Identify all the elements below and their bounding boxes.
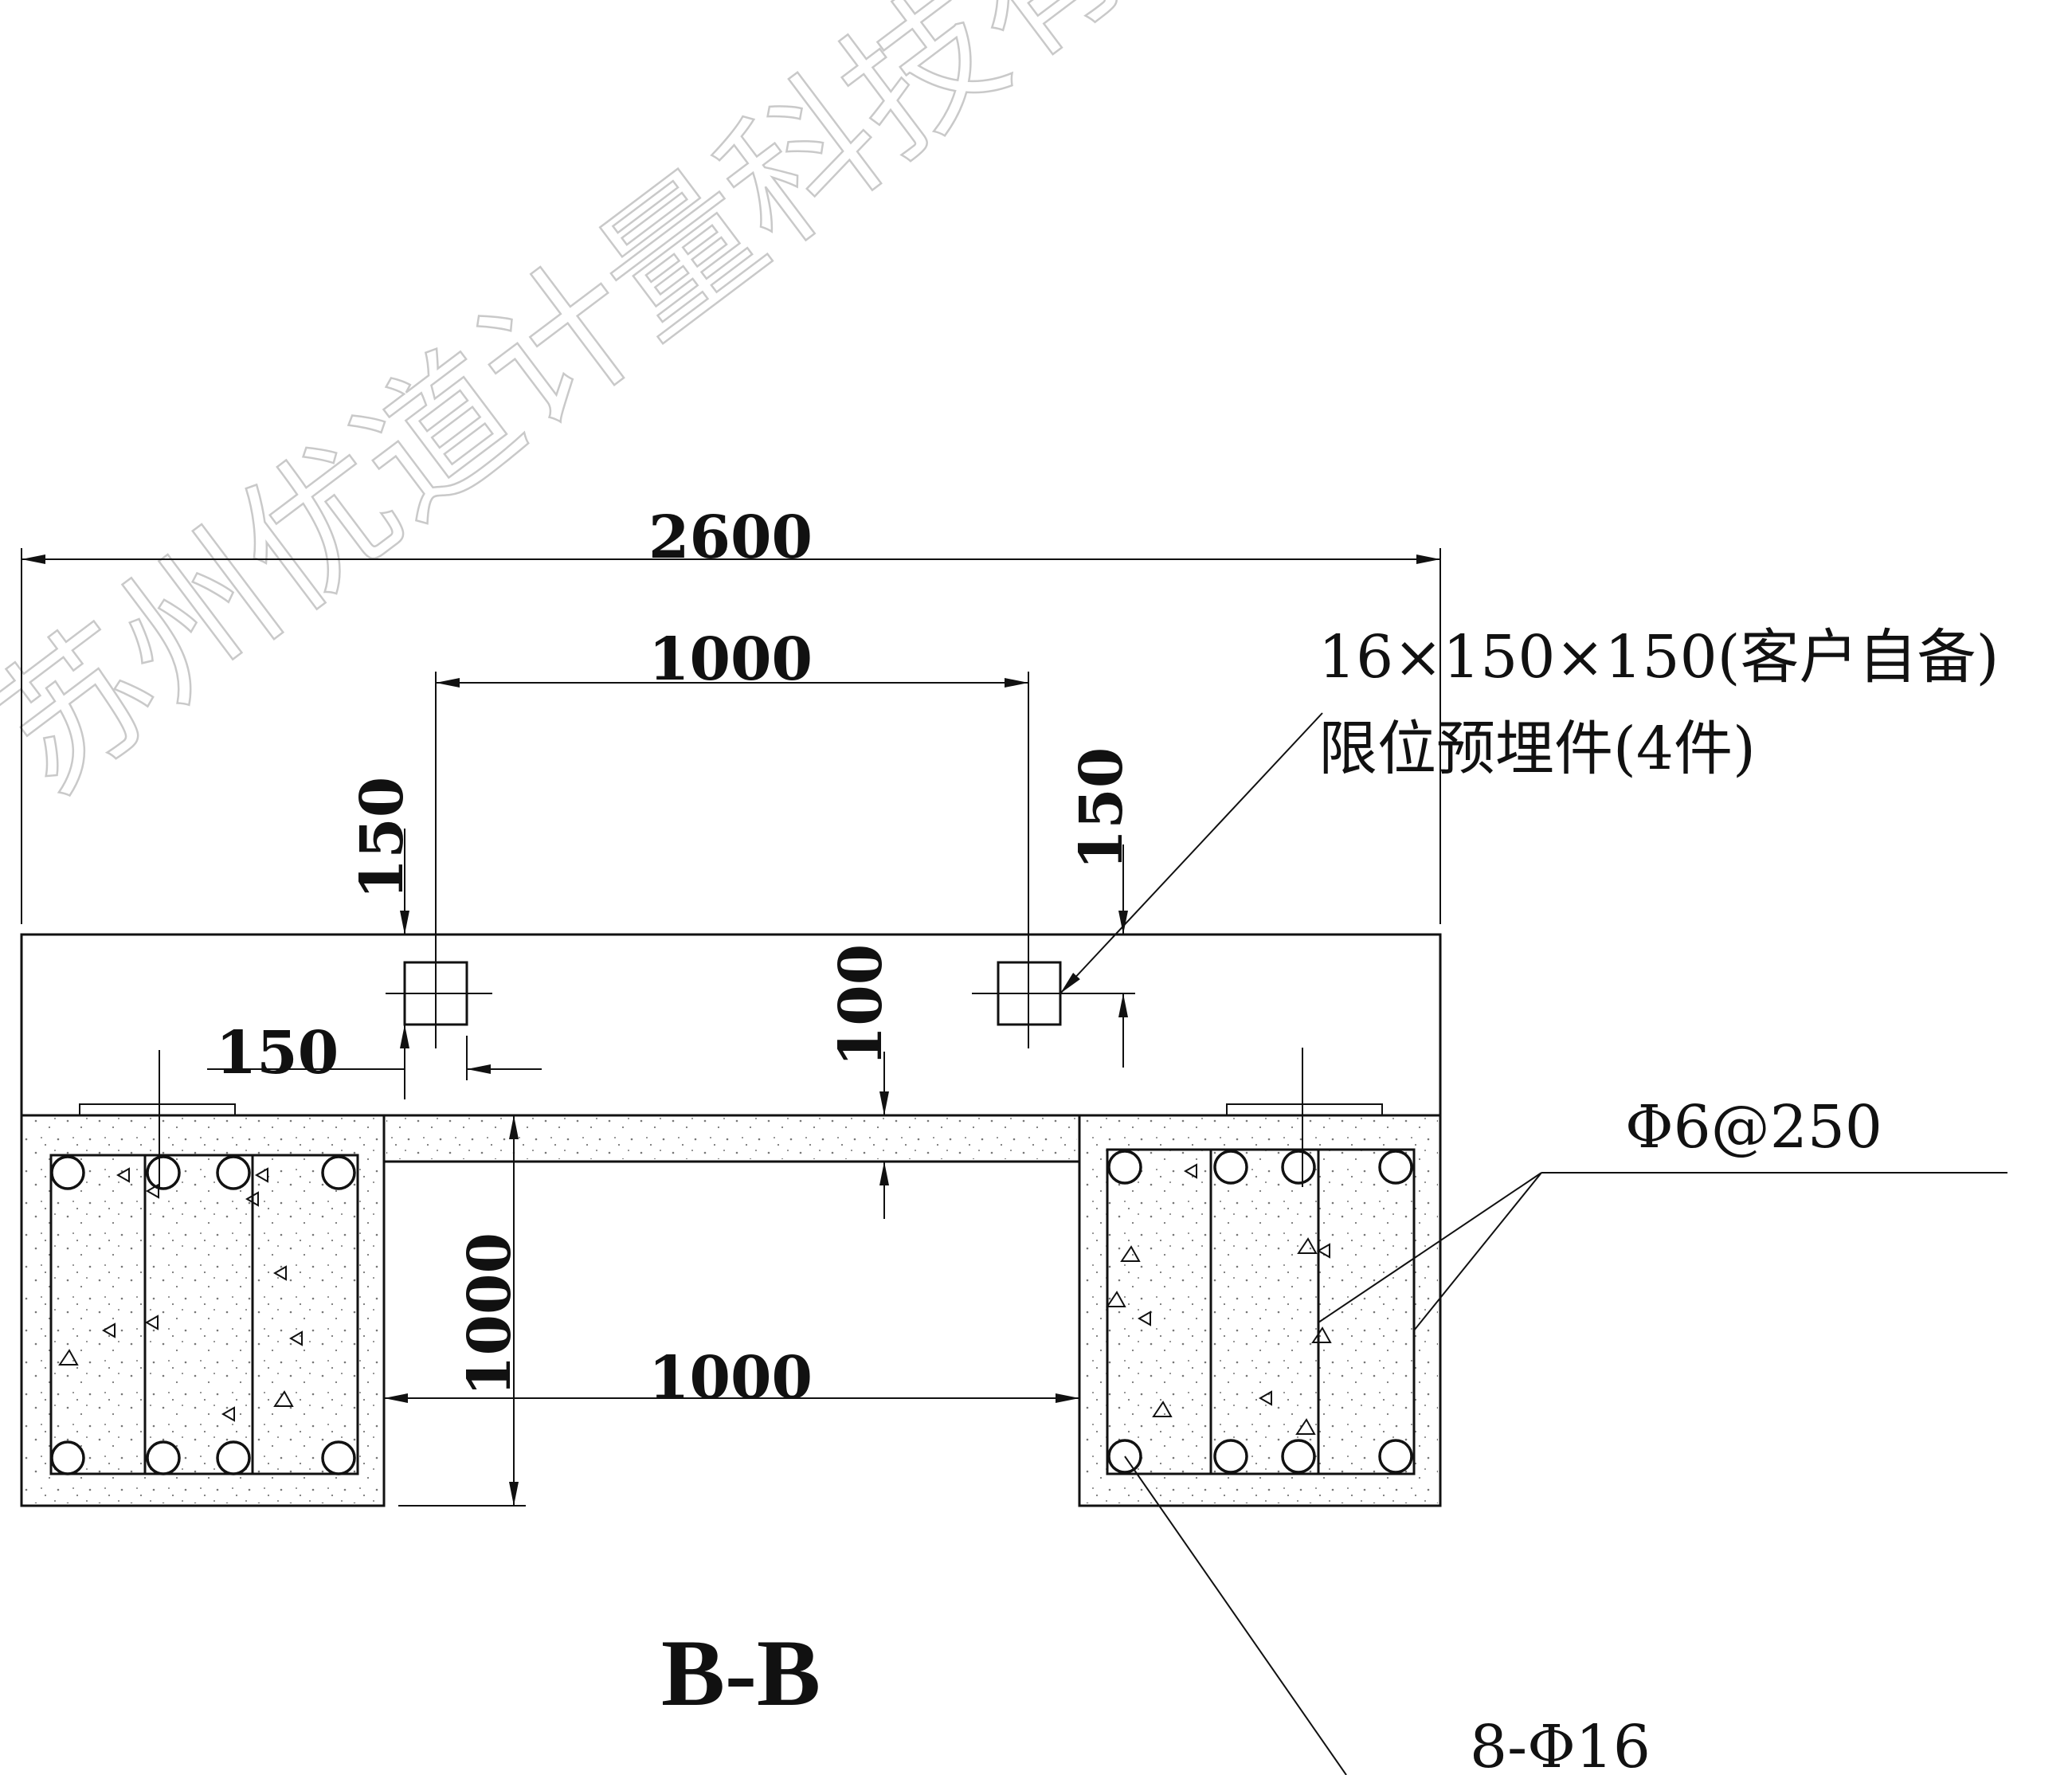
note-embedded-plate-label: 限位预埋件(4件) <box>1318 715 1756 783</box>
dimension-lines <box>21 548 1441 1507</box>
dim-pit-depth: 1000 <box>456 1232 524 1397</box>
rebar-circle <box>321 1440 356 1475</box>
rebar-circle <box>216 1440 251 1475</box>
left-embedded-plate <box>386 944 492 1048</box>
note-embedded-plate-size: 16×150×150(客户自备) <box>1318 623 1999 692</box>
rebar-circle <box>146 1440 181 1475</box>
note-main-bars: 8-Φ16 <box>1470 1713 1651 1775</box>
section-title: B-B <box>661 1620 821 1726</box>
rebar-circle <box>50 1155 85 1190</box>
left-beam-rebar-cage <box>49 1050 359 1475</box>
dim-pit-span-top: 1000 <box>648 625 813 694</box>
rebar-circle <box>1107 1150 1142 1185</box>
dim-left-offset-vertical: 150 <box>348 777 417 899</box>
rebar-circle <box>146 1155 181 1190</box>
dim-slab-thickness: 100 <box>827 944 895 1067</box>
right-embedded-plate <box>972 944 1083 1048</box>
dim-pit-span-bottom: 1000 <box>648 1344 813 1413</box>
rebar-circle <box>321 1155 356 1190</box>
dim-right-offset-vertical: 150 <box>1067 747 1136 870</box>
rebar-circle <box>1213 1150 1248 1185</box>
rebar-circle <box>1281 1439 1316 1474</box>
note-stirrup-spec: Φ6@250 <box>1625 1093 1882 1162</box>
rebar-circle <box>1378 1150 1413 1185</box>
rebar-circle <box>1281 1150 1316 1185</box>
dim-overall-width: 2600 <box>648 504 813 572</box>
watermark-text: 苏州优道计量科技有限公司 <box>0 0 1520 825</box>
structure-outline <box>20 933 1442 1507</box>
concrete-hatching <box>24 1118 1438 1503</box>
rebar-circle <box>1213 1439 1248 1474</box>
rebar-circle <box>1378 1439 1413 1474</box>
rebar-circle <box>216 1155 251 1190</box>
dim-left-offset-horizontal: 150 <box>216 1019 339 1087</box>
leader-lines <box>1060 712 2007 1775</box>
rebar-circle <box>50 1440 85 1475</box>
